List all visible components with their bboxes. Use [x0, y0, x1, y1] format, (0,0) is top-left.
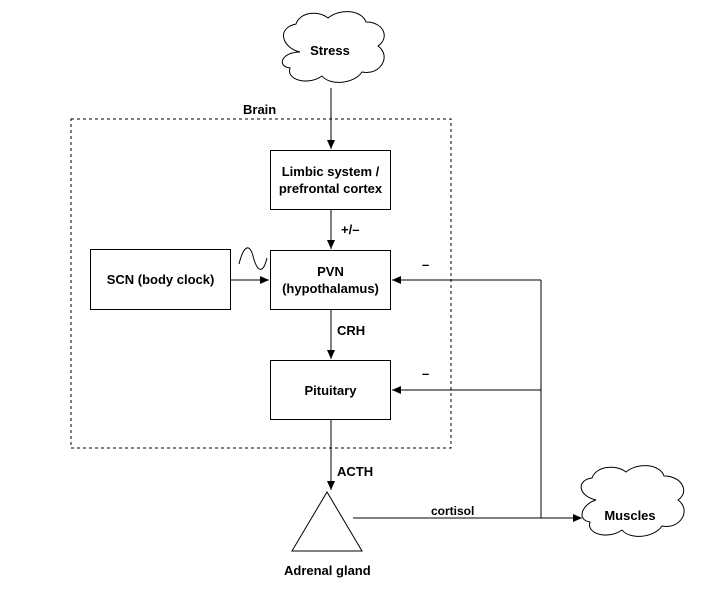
limbic-system-box: Limbic system / prefrontal cortex [270, 150, 391, 210]
stress-label: Stress [310, 42, 350, 58]
limbic-pvn-edge-label: +/– [341, 222, 360, 237]
pituitary-box: Pituitary [270, 360, 391, 420]
feedback-pvn-label: – [422, 257, 430, 272]
muscles-cloud [580, 465, 685, 537]
sine-wave-icon [238, 247, 268, 270]
scn-box: SCN (body clock) [90, 249, 231, 310]
adrenal-gland-label: Adrenal gland [284, 563, 371, 578]
adrenal-gland-triangle [291, 491, 363, 552]
cortisol-label: cortisol [431, 504, 475, 518]
pvn-box: PVN (hypothalamus) [270, 250, 391, 310]
pvn-label-line2: (hypothalamus) [282, 281, 379, 296]
crh-label: CRH [337, 323, 366, 338]
brain-label: Brain [243, 102, 277, 117]
limbic-label-line1: Limbic system / [281, 164, 380, 179]
stress-cloud [281, 11, 385, 83]
scn-label: SCN (body clock) [106, 272, 215, 287]
acth-label: ACTH [337, 464, 374, 479]
limbic-label-line2: prefrontal cortex [278, 181, 383, 196]
pituitary-label: Pituitary [304, 382, 357, 398]
muscles-label: Muscles [604, 507, 656, 523]
feedback-pituitary-label: – [422, 366, 430, 381]
pvn-label-line1: PVN [317, 264, 344, 279]
